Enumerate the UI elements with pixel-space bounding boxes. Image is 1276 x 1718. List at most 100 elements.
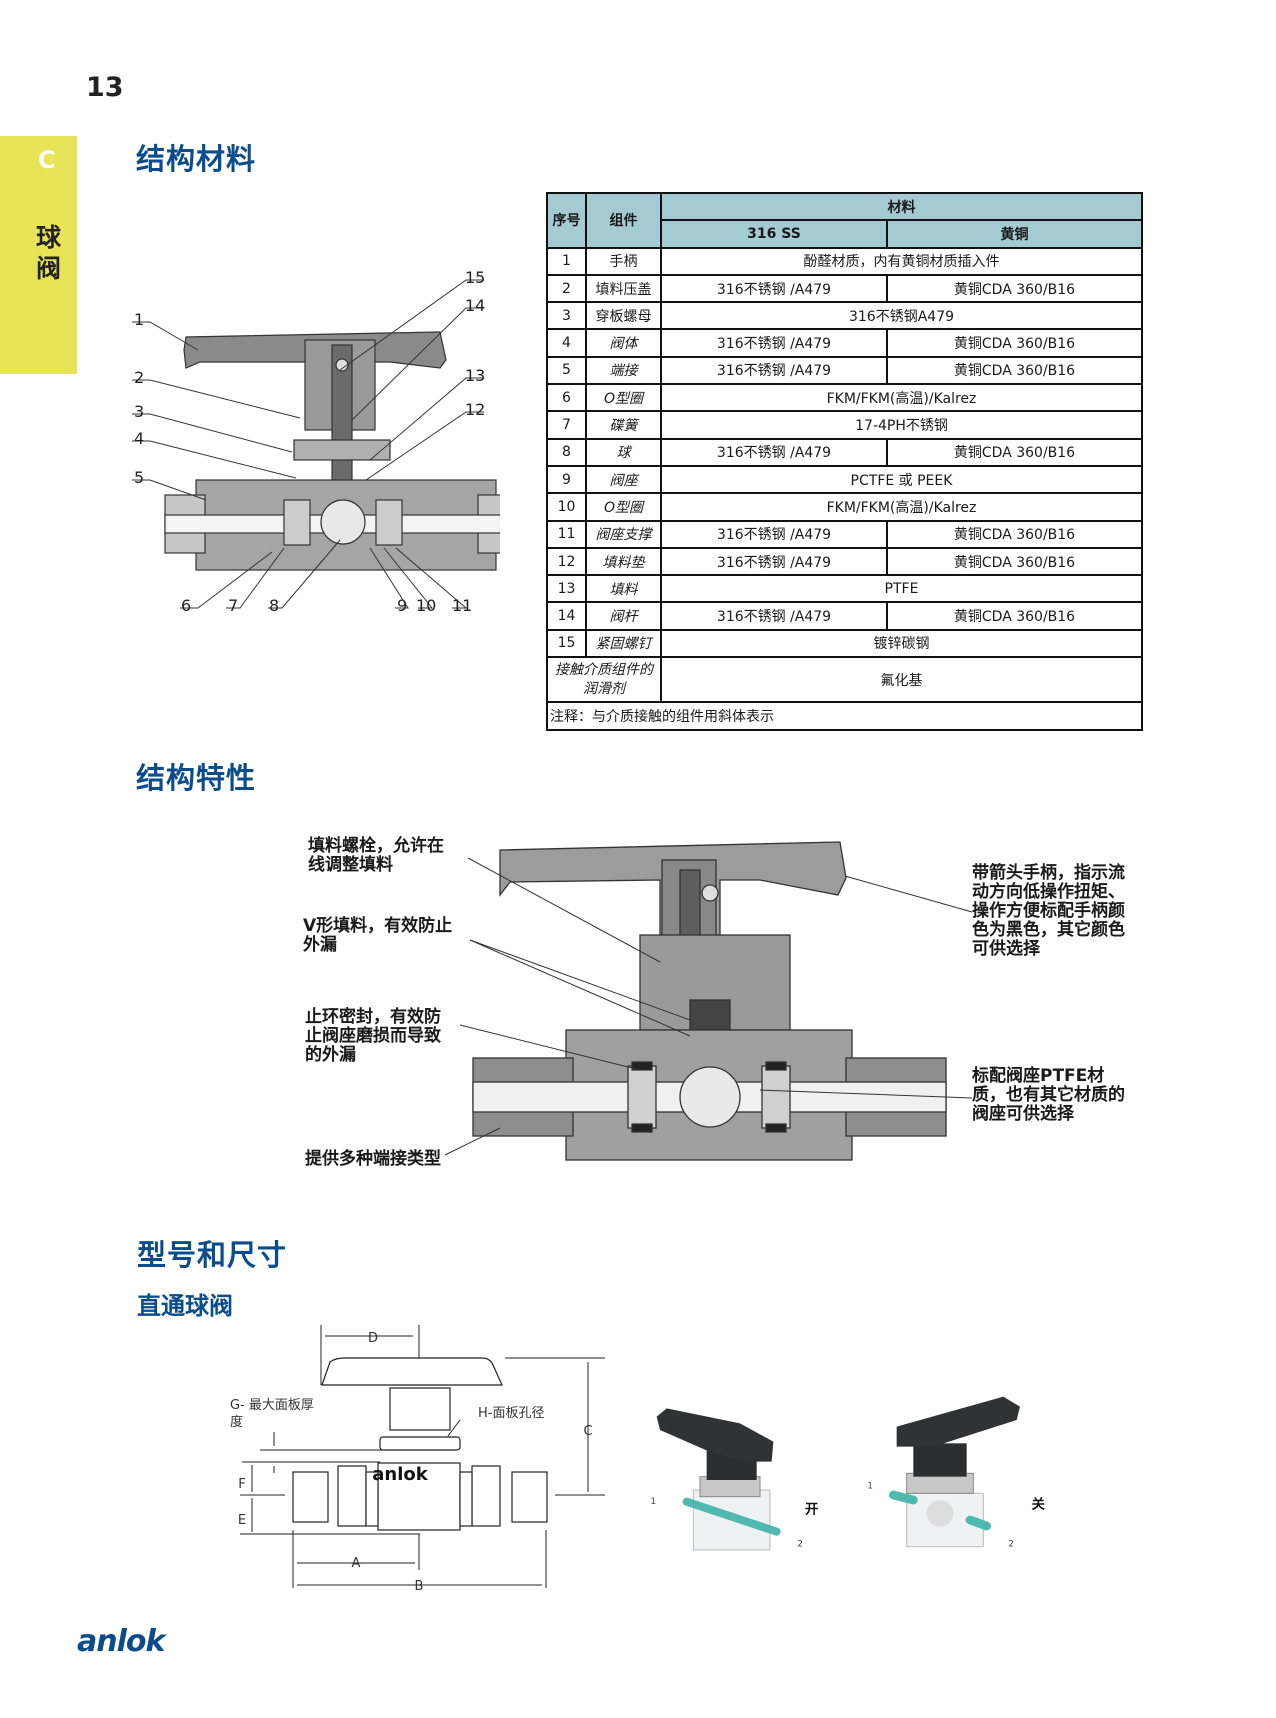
row-material: 镀锌碳钢 [660,628,1143,659]
callout-9: 9 [397,596,407,615]
row-no: 1 [546,246,587,276]
row-no: 8 [546,437,587,467]
row-316ss: 316不锈钢 /A479 [660,328,888,358]
section-letter: C [38,146,56,174]
row-316ss: 316不锈钢 /A479 [660,273,888,304]
callout-13: 13 [465,366,485,385]
section-title: 球阀 [36,223,62,283]
heading-models: 型号和尺寸 [137,1238,288,1272]
lubricant-label: 接触介质组件的润滑剂 [546,656,662,704]
valve-feature-diagram [444,841,973,1161]
col-brass: 黄铜 [886,219,1143,249]
valve-cross-section-diagram: 1 2 3 4 5 6 7 8 9 10 11 12 13 14 15 [132,268,500,615]
port-1-closed: 1 [867,1481,873,1491]
port-2-closed: 2 [1008,1540,1014,1550]
callout-1: 1 [134,310,144,329]
lubricant-value: 氟化基 [660,656,1143,704]
callout-8: 8 [269,596,279,615]
dimension-drawing: anlok D C F E A B H-面板孔径 [238,1325,605,1594]
row-part: O型圈 [585,492,662,522]
row-316ss: 316不锈钢 /A479 [660,437,888,467]
callout-12: 12 [465,400,485,419]
row-brass: 黄铜CDA 360/B16 [886,328,1143,358]
valve-open-closed-illustration: 1 2 1 2 开 关 [651,1396,1046,1551]
callout-14: 14 [465,296,485,315]
col-material: 材料 [660,191,1143,222]
callout-4: 4 [134,429,144,448]
row-material: PTFE [660,574,1143,604]
dim-e: E [238,1513,246,1528]
row-part: O型圈 [585,383,662,413]
row-brass: 黄铜CDA 360/B16 [886,355,1143,386]
row-no: 13 [546,574,587,604]
row-material: PCTFE 或 PEEK [660,464,1143,495]
row-part: 填料 [585,574,662,604]
section-tab: C 球阀 [0,136,77,374]
callout-10: 10 [416,596,436,615]
row-brass: 黄铜CDA 360/B16 [886,273,1143,304]
feature-end-connections: 提供多种端接类型 [305,1149,441,1169]
row-part: 阀座支撑 [585,519,662,549]
port-2-open: 2 [797,1540,803,1550]
row-316ss: 316不锈钢 /A479 [660,601,888,631]
row-no: 4 [546,328,587,358]
row-no: 6 [546,383,587,413]
label-closed: 关 [1032,1495,1046,1512]
row-no: 3 [546,301,587,331]
row-brass: 黄铜CDA 360/B16 [886,546,1143,577]
row-316ss: 316不锈钢 /A479 [660,355,888,386]
col-part: 组件 [585,192,662,249]
brand-label: anlok [372,1464,428,1485]
feature-packing-bolt: 填料螺栓，允许在线调整填料 [308,836,444,875]
row-part: 球 [585,437,662,467]
row-no: 5 [546,355,587,386]
row-part: 阀体 [585,328,662,358]
callout-5: 5 [134,468,144,487]
row-brass: 黄铜CDA 360/B16 [886,519,1143,549]
dim-h: H-面板孔径 [478,1406,544,1421]
row-part: 穿板螺母 [585,301,662,331]
callout-3: 3 [134,402,144,421]
port-1-open: 1 [651,1497,657,1507]
row-part: 碟簧 [585,410,662,440]
row-no: 14 [546,601,587,631]
feature-v-packing: V形填料，有效防止外漏 [303,916,453,955]
dim-d: D [368,1331,378,1346]
row-316ss: 316不锈钢 /A479 [660,519,888,549]
row-part: 手柄 [585,246,662,276]
col-no: 序号 [546,192,587,249]
dim-b: B [415,1579,424,1594]
heading-straight-ball-valve: 直通球阀 [137,1292,233,1320]
row-brass: 黄铜CDA 360/B16 [886,437,1143,467]
footer-logo: anlok [77,1624,165,1659]
row-material: 17-4PH不锈钢 [660,410,1143,440]
feature-stop-ring: 止环密封，有效防止阀座磨损而导致的外漏 [305,1007,441,1065]
feature-seat: 标配阀座PTFE材质，也有其它材质的阀座可供选择 [972,1066,1125,1124]
callout-7: 7 [228,596,238,615]
heading-features: 结构特性 [136,761,257,795]
row-part: 填料压盖 [585,273,662,304]
lubricant-row: 接触介质组件的润滑剂氟化基 [546,656,1143,704]
row-316ss: 316不锈钢 /A479 [660,546,888,577]
row-no: 15 [546,628,587,659]
feature-handle: 带箭头手柄，指示流动方向低操作扭矩、操作方便标配手柄颜色为黑色，其它颜色可供选择 [972,863,1125,959]
row-part: 阀杆 [585,601,662,631]
row-no: 9 [546,464,587,495]
label-open: 开 [805,1501,818,1517]
dim-g: G- 最大面板厚度 [230,1398,314,1430]
callout-6: 6 [181,596,191,615]
row-material: 316不锈钢A479 [660,301,1143,331]
row-part: 端接 [585,355,662,386]
row-material: 酚醛材质，内有黄铜材质插入件 [660,246,1143,276]
